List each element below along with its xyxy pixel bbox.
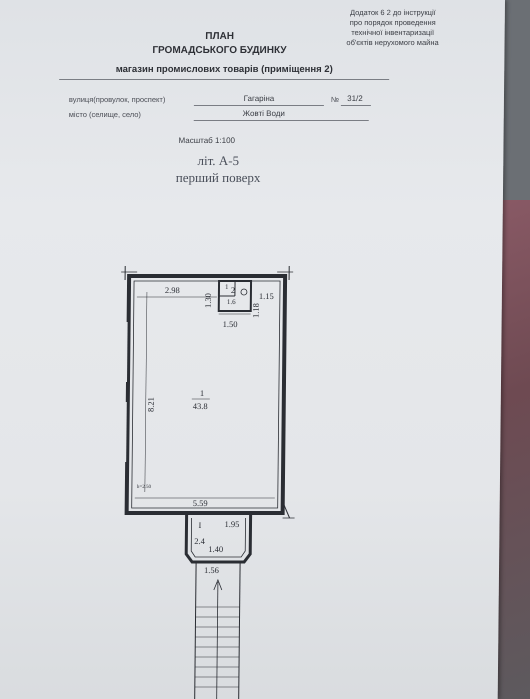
- inner-wall-line: [131, 280, 281, 509]
- title-line-1: ПЛАН: [205, 31, 235, 42]
- dim-porch-right: 1.95: [224, 519, 239, 529]
- stairs: [194, 562, 241, 699]
- dim-porch-width: 1.40: [208, 544, 223, 554]
- porch-number: I: [198, 520, 201, 530]
- number-underline: [340, 105, 371, 106]
- number-label: №: [330, 95, 340, 104]
- porch-wall: [184, 513, 253, 564]
- number-value: 31/2: [347, 94, 363, 103]
- dim-wc-height-2: 1.18: [251, 303, 261, 318]
- scale-label: Масштаб 1:100: [178, 136, 236, 145]
- stair-rail: [238, 562, 241, 699]
- dim-bottom: 5.59: [193, 498, 208, 508]
- room1-area: 43.8: [193, 401, 208, 411]
- city-value: Жовті Води: [242, 109, 285, 118]
- street-label: вулиця(провулок, проспект): [68, 95, 166, 104]
- annex-line: технічної інвентаризації: [351, 28, 435, 37]
- dimension-line: [144, 292, 148, 492]
- dim-porch-outer: 1.56: [204, 565, 219, 575]
- city-underline: [193, 120, 369, 121]
- extension-line: [282, 501, 291, 519]
- dim-top-left: 2.98: [165, 285, 180, 295]
- porch-inner-line: [190, 518, 246, 558]
- document-title: ПЛАН ГРОМАДСЬКОГО БУДИНКУ: [119, 30, 319, 58]
- lit-label: літ. А-5: [197, 153, 240, 168]
- room1-number: 1: [200, 388, 204, 398]
- porch-area: 2.4: [194, 536, 205, 546]
- dim-height: 8.21: [146, 397, 156, 412]
- window: [124, 402, 127, 462]
- dim-wc-width: 1.50: [223, 319, 238, 329]
- annex-line: про порядок проведення: [349, 18, 436, 27]
- city-label: місто (селище, село): [68, 110, 141, 119]
- annex-line: Додаток 6 2 до інструкції: [349, 8, 436, 17]
- street-underline: [193, 105, 324, 106]
- dim-wc-height: 1.30: [203, 293, 213, 308]
- annex-note: Додаток 6 2 до інструкції про порядок пр…: [317, 8, 467, 48]
- toilet-symbol: [240, 288, 248, 296]
- annex-line: об'єктів нерухомого майна: [346, 38, 439, 47]
- room2-number: 2: [231, 285, 235, 295]
- floor-plan: 2.98 1.15 1.50 1.30 1.18 2 1.6 1 8.21 1 …: [121, 266, 295, 699]
- building-letter: літ. А-5 перший поверх: [148, 152, 288, 186]
- wc-number: 1: [225, 283, 229, 291]
- window: [124, 322, 128, 382]
- document-sheet: Додаток 6 2 до інструкції про порядок пр…: [0, 0, 506, 699]
- outer-wall: [124, 274, 288, 515]
- street-value: Гагаріна: [243, 94, 275, 103]
- stair-arrow: [216, 582, 219, 699]
- subtitle-underline: [59, 79, 390, 80]
- stair-rail: [194, 562, 197, 699]
- room2-area: 1.6: [227, 298, 236, 306]
- dim-top-right: 1.15: [259, 291, 274, 301]
- floor-label: перший поверх: [175, 170, 261, 185]
- stair-arrowhead: [213, 578, 223, 591]
- document-subtitle: магазин промислових товарів (приміщення …: [115, 64, 333, 75]
- title-line-2: ГРОМАДСЬКОГО БУДИНКУ: [152, 45, 287, 56]
- ceiling-height-note: h=2.50: [137, 485, 152, 490]
